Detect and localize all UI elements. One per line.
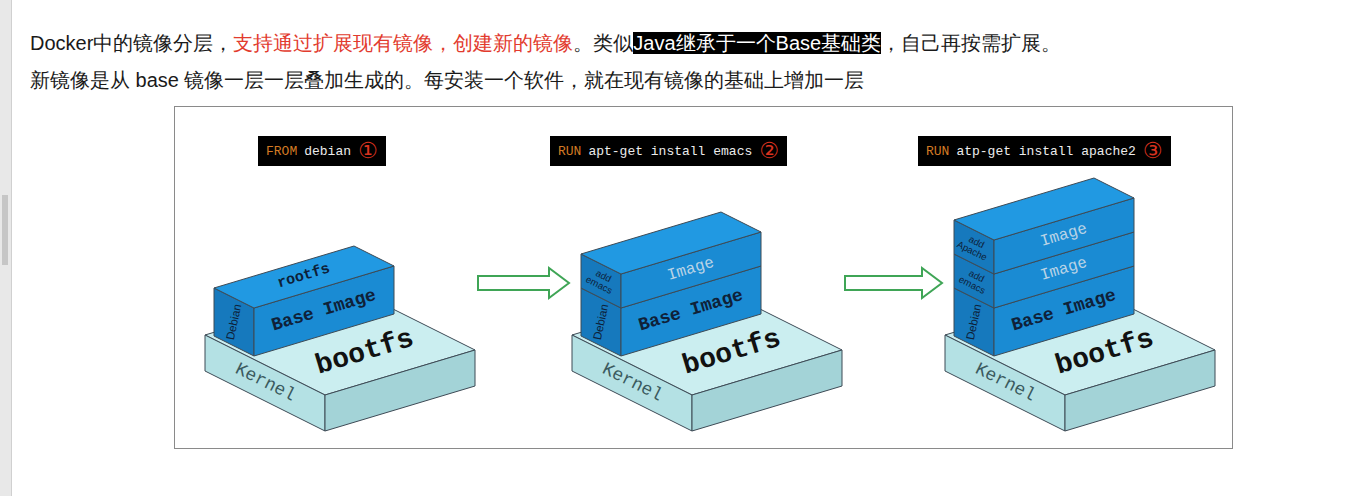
callout-number: ③: [1143, 140, 1163, 162]
command-keyword: RUN: [926, 144, 949, 159]
text-line: 新镜像是从 base 镜像一层一层叠加生成的。每安装一个软件，就在现有镜像的基础…: [30, 67, 864, 93]
command-argument: apt-get install emacs: [588, 144, 752, 159]
figure-frame: [175, 107, 1233, 449]
layer-top-face: [581, 212, 761, 274]
intro-text: ，自己再按需扩展。: [881, 32, 1061, 54]
scroll-handle: [2, 195, 8, 265]
text-line: Docker中的镜像分层，支持通过扩展现有镜像，创建新的镜像。类似Java继承于…: [30, 30, 1061, 56]
layer-stack: RUNatp-get install apache2③bootfsKernelD…: [945, 136, 1215, 432]
flow-arrow: [478, 268, 569, 298]
image-layer: add ApacheImage: [952, 176, 1136, 276]
command-label: RUN apt-get install emacs ②: [550, 136, 787, 166]
layer-top-face: [954, 178, 1134, 240]
layer-stack: RUNapt-get install emacs②bootfsKernelDeb…: [572, 136, 842, 432]
highlight-text: Java继承于一个Base基础类: [633, 32, 881, 54]
command-label: FROM debian ①: [258, 136, 386, 166]
layer-stack: FROMdebian①bootfsKernelrootfsDebianBase …: [205, 136, 475, 432]
callout-number: ①: [358, 140, 378, 162]
side-strip: [0, 0, 11, 496]
intro-text: Docker中的镜像分层，: [30, 32, 233, 54]
emphasis-text: 支持通过扩展现有镜像，创建新的镜像: [233, 32, 573, 54]
command-argument: atp-get install apache2: [956, 144, 1135, 159]
command-keyword: RUN: [558, 144, 581, 159]
strip-edge: [11, 0, 12, 496]
command-argument: debian: [304, 144, 351, 159]
command-label: RUN atp-get install apache2 ③: [918, 136, 1171, 166]
flow-arrow: [845, 268, 942, 298]
command-keyword: FROM: [266, 144, 297, 159]
intro-text: 。类似: [573, 32, 633, 54]
callout-number: ②: [759, 140, 779, 162]
intro-text: 新镜像是从 base 镜像一层一层叠加生成的。每安装一个软件，就在现有镜像的基础…: [30, 69, 864, 91]
